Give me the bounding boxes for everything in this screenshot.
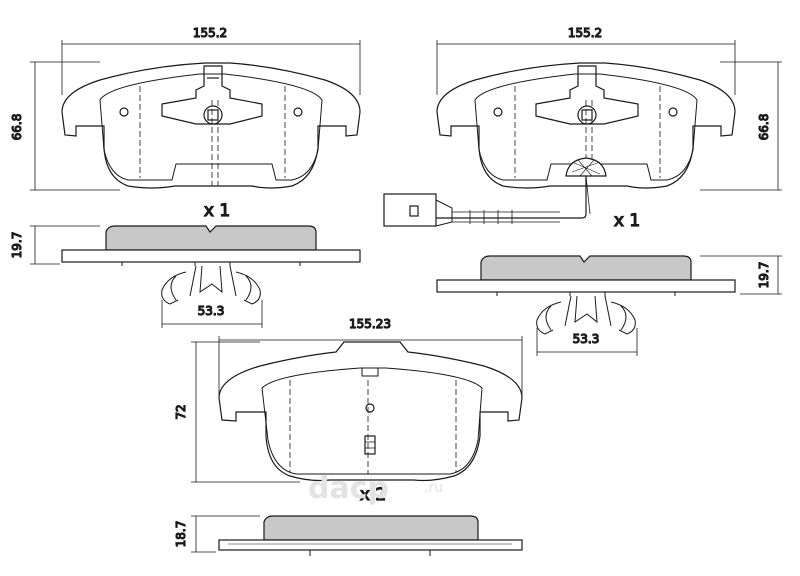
pad-c-thickness-label: 18.7 [174,521,188,548]
pad-b-clip-label: 53.3 [573,332,600,346]
pad-a-quantity: x 1 [204,201,230,221]
pad-b-side-view [436,255,782,356]
pad-c-quantity: x 2 [360,485,386,505]
watermark-logo: dacp .ru [308,471,443,506]
watermark-suffix: .ru [424,480,443,496]
pad-b-quantity: x 1 [614,211,640,231]
pad-a-clip-label: 53.3 [198,304,225,318]
pad-c-side-view [191,515,523,556]
pad-c-height-label: 72 [174,404,188,419]
pad-b-width-label: 155.2 [568,26,602,40]
pad-a-thickness-label: 19.7 [10,232,24,259]
pad-a-front-view [30,40,361,191]
pad-b-front-view [383,40,782,227]
pad-b-thickness-label: 19.7 [757,262,771,289]
pad-b-height-label: 66.8 [757,114,771,141]
pad-a-height-label: 66.8 [10,114,24,141]
pad-c-width-label: 155.23 [349,317,391,331]
pad-a-side-view [30,225,361,328]
watermark-text: dacp [308,471,389,506]
pad-c-front-view [191,336,523,483]
pad-a-width-label: 155.2 [193,26,227,40]
